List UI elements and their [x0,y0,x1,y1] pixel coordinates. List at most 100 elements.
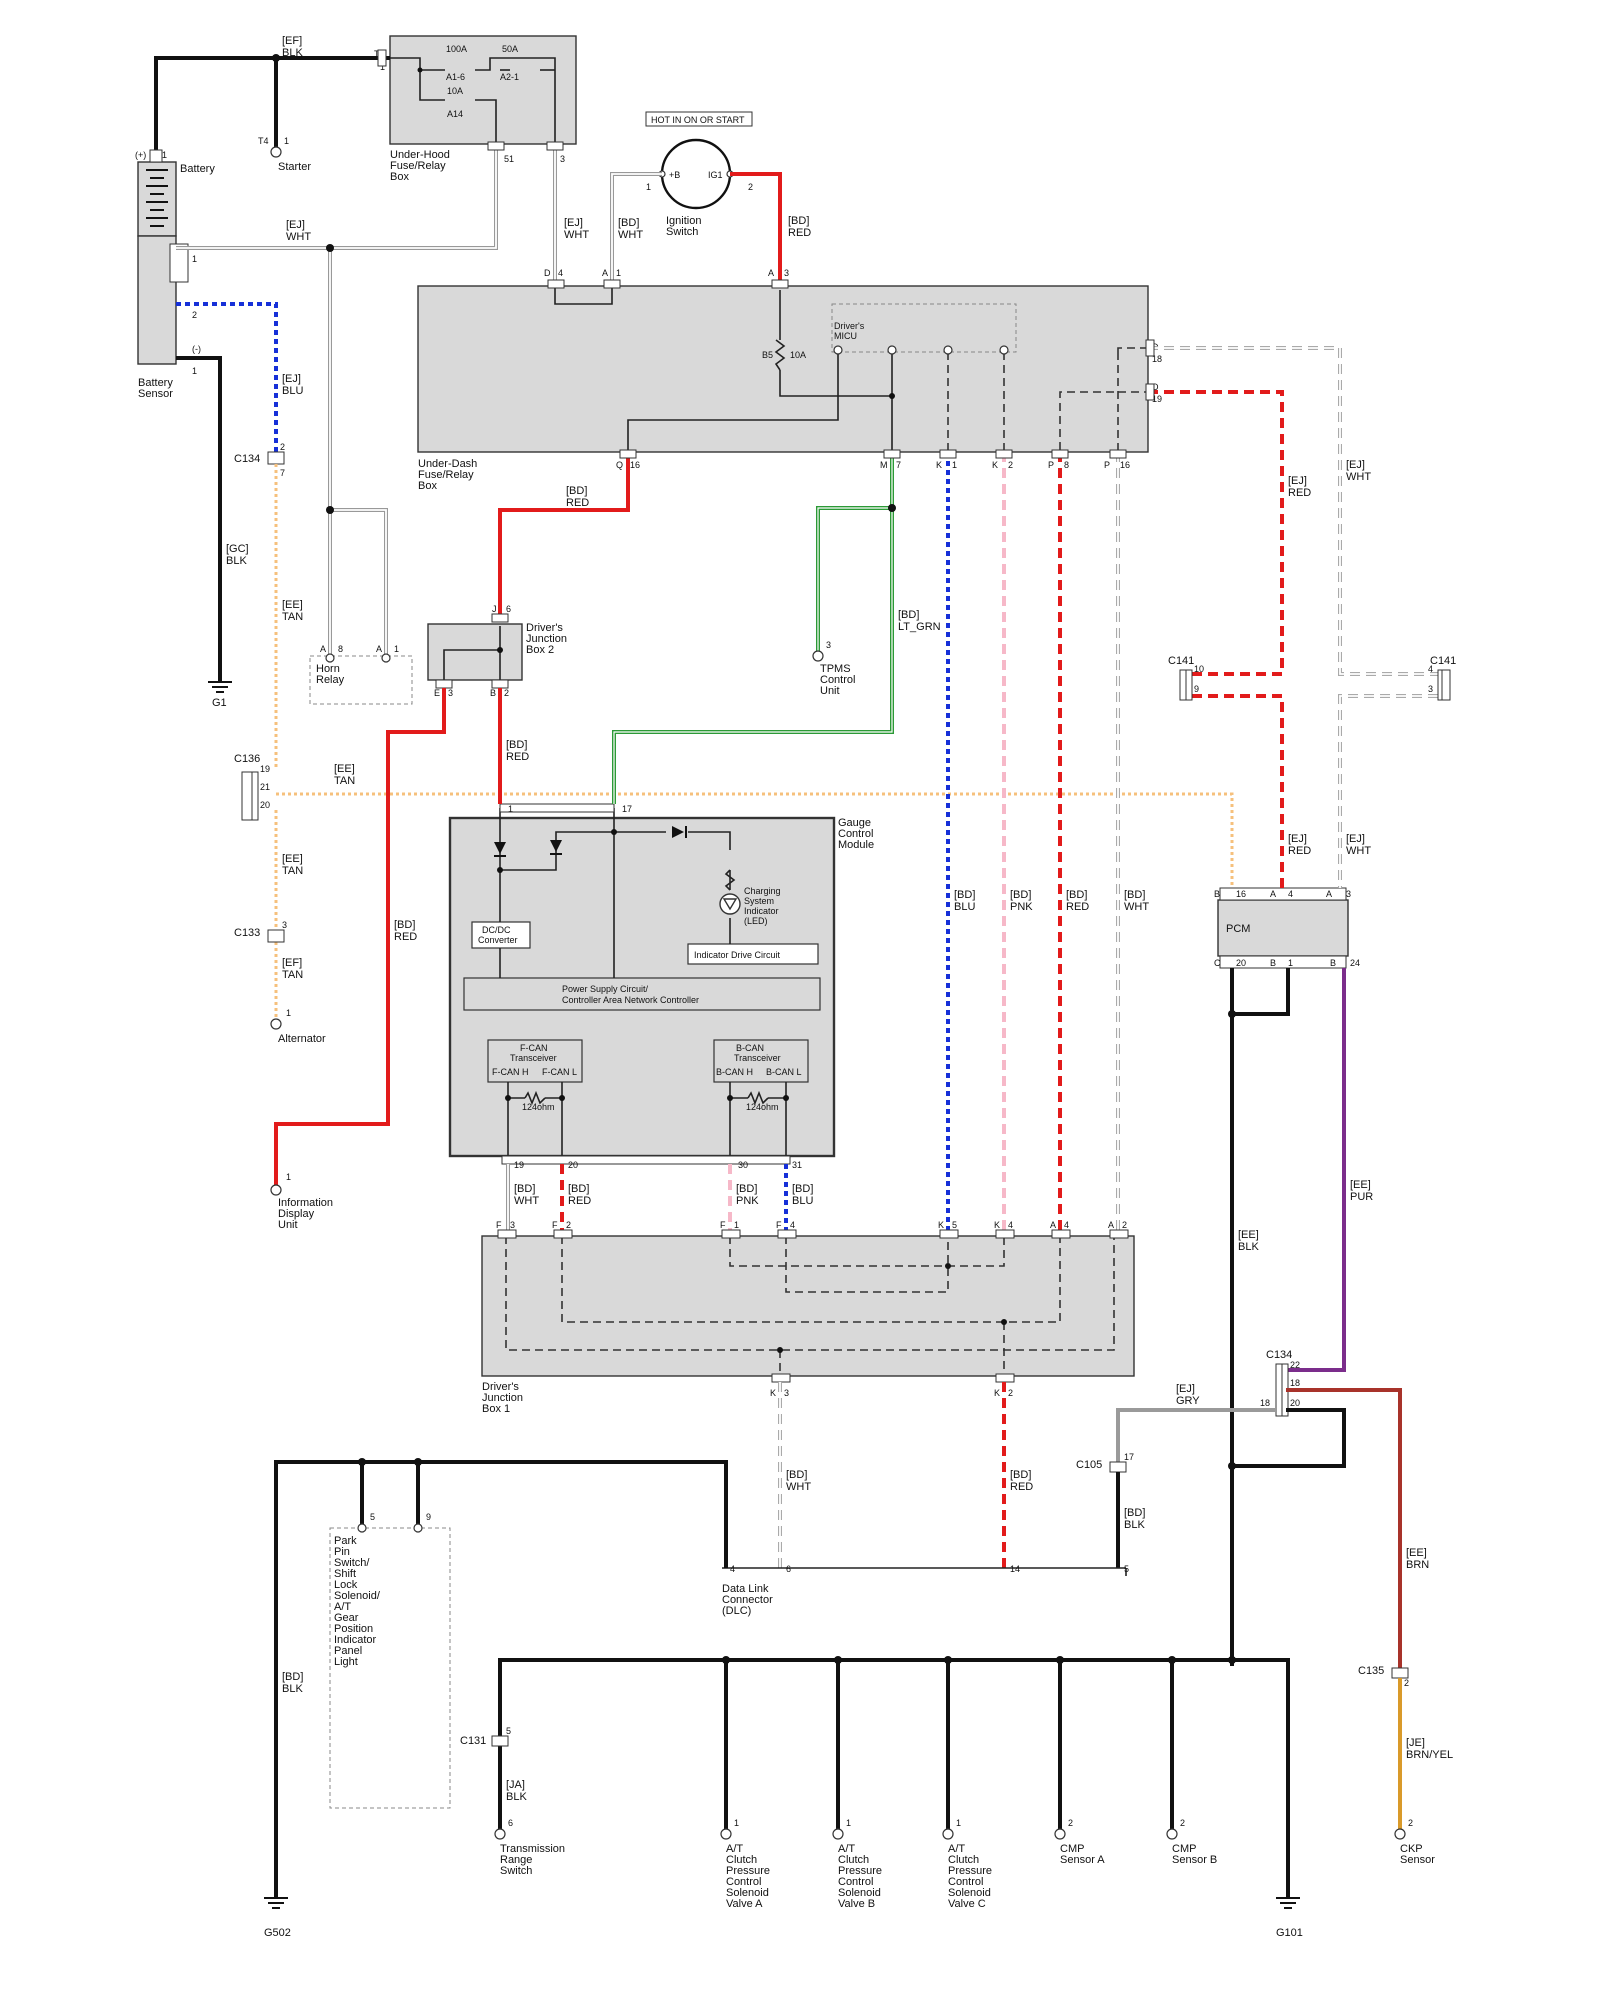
svg-text:[BD]: [BD] [786,1469,807,1481]
c135: C135 2 [1358,1665,1409,1688]
svg-text:[BD]: [BD] [618,217,639,229]
svg-text:Charging: Charging [744,886,781,896]
underhood-fuse-relay-box: Under-Hood Fuse/Relay Box 100A A1-6 50A … [374,35,577,183]
svg-text:5: 5 [370,1512,375,1522]
svg-text:31: 31 [792,1160,802,1170]
svg-text:PNK: PNK [736,1195,759,1207]
svg-text:F: F [720,1220,726,1230]
c134-upper: C134 2 7 [234,442,285,478]
svg-text:Range: Range [500,1854,532,1866]
svg-text:Sensor A: Sensor A [1060,1854,1105,1866]
svg-text:[BD]: [BD] [514,1183,535,1195]
svg-text:Control: Control [838,1876,873,1888]
c134-lower: C134 22 18 18 20 [1260,1349,1300,1417]
svg-text:PUR: PUR [1350,1191,1373,1203]
svg-text:C141: C141 [1168,655,1194,667]
svg-text:10A: 10A [790,350,806,360]
svg-text:BRN: BRN [1406,1559,1429,1571]
svg-text:[BD]: [BD] [1010,889,1031,901]
svg-text:WHT: WHT [1346,845,1371,857]
svg-text:19: 19 [1152,394,1162,404]
svg-text:[EE]: [EE] [1350,1179,1371,1191]
svg-text:BLU: BLU [954,901,975,913]
svg-text:Switch: Switch [666,226,698,238]
svg-text:Horn: Horn [316,663,340,675]
svg-text:1: 1 [734,1818,739,1828]
svg-text:124ohm: 124ohm [522,1102,555,1112]
starter: T4 1 Starter [258,136,311,173]
svg-text:3: 3 [784,1388,789,1398]
svg-text:Panel: Panel [334,1645,362,1657]
svg-text:BLK: BLK [506,1791,527,1803]
solenoid-valve-c: 1 A/T Clutch Pressure Control Solenoid V… [942,1818,992,1910]
svg-text:F-CAN L: F-CAN L [542,1067,577,1077]
svg-text:16: 16 [1120,460,1130,470]
svg-text:Shift: Shift [334,1568,356,1580]
svg-text:[BD]: [BD] [282,1671,303,1683]
svg-text:1: 1 [380,62,385,72]
svg-text:20: 20 [260,800,270,810]
svg-text:D: D [1152,382,1159,392]
svg-text:System: System [744,896,774,906]
svg-text:[BD]: [BD] [1010,1469,1031,1481]
svg-text:Solenoid/: Solenoid/ [334,1590,381,1602]
svg-text:[JE]: [JE] [1406,1737,1425,1749]
svg-text:18: 18 [1290,1378,1300,1388]
svg-text:A1-6: A1-6 [446,72,465,82]
svg-text:[EJ]: [EJ] [1346,833,1365,845]
svg-text:[BD]: [BD] [898,609,919,621]
svg-text:[BD]: [BD] [506,739,527,751]
svg-text:Battery: Battery [138,377,173,389]
svg-text:B5: B5 [762,350,773,360]
g1-ground: G1 [208,681,232,709]
svg-text:Driver's: Driver's [482,1381,519,1393]
svg-text:Connector: Connector [722,1594,773,1606]
svg-text:C131: C131 [460,1735,486,1747]
svg-text:RED: RED [788,227,811,239]
svg-text:3: 3 [510,1220,515,1230]
tpms-control-unit: 3 TPMS Control Unit [812,640,855,697]
svg-text:1: 1 [616,268,621,278]
svg-text:[BD]: [BD] [566,485,587,497]
park-pin-switch: 5 9 Park Pin Switch/ Shift Lock Solenoid… [329,1512,451,1809]
svg-text:Data Link: Data Link [722,1583,769,1595]
svg-text:[EE]: [EE] [282,599,303,611]
ignition-switch: HOT IN ON OR START +B IG1 1 2 Ignition S… [645,111,753,238]
svg-text:Solenoid: Solenoid [948,1887,991,1899]
svg-text:9: 9 [1194,684,1199,694]
svg-text:Lock: Lock [334,1579,358,1591]
svg-text:Gauge: Gauge [838,817,871,829]
svg-text:(+): (+) [135,150,146,160]
svg-text:HOT IN ON OR START: HOT IN ON OR START [651,115,745,125]
svg-text:K: K [938,1220,944,1230]
svg-text:[BD]: [BD] [394,919,415,931]
svg-text:1: 1 [284,136,289,146]
svg-text:C141: C141 [1430,655,1456,667]
svg-text:[EE]: [EE] [334,763,355,775]
svg-text:C135: C135 [1358,1665,1384,1677]
svg-text:Pin: Pin [334,1546,350,1558]
svg-text:21: 21 [260,782,270,792]
svg-text:18: 18 [1260,1398,1270,1408]
svg-text:5: 5 [506,1726,511,1736]
svg-text:A: A [376,644,382,654]
svg-text:4: 4 [1008,1220,1013,1230]
svg-text:F-CAN H: F-CAN H [492,1067,529,1077]
svg-text:RED: RED [1288,845,1311,857]
svg-text:4: 4 [558,268,563,278]
svg-text:Q: Q [616,460,623,470]
svg-text:Starter: Starter [278,161,311,173]
svg-text:10A: 10A [447,86,463,96]
svg-text:IG1: IG1 [708,170,723,180]
svg-text:K: K [994,1220,1000,1230]
svg-text:Park: Park [334,1535,357,1547]
svg-text:TPMS: TPMS [820,663,851,675]
c141-left: C141 10 9 [1168,655,1204,701]
svg-text:[EJ]: [EJ] [1176,1383,1195,1395]
svg-text:WHT: WHT [618,229,643,241]
svg-text:51: 51 [504,154,514,164]
svg-text:Valve B: Valve B [838,1898,875,1910]
c131: C131 5 [460,1726,511,1747]
g101-ground: G101 [1276,1897,1303,1939]
svg-text:7: 7 [896,460,901,470]
